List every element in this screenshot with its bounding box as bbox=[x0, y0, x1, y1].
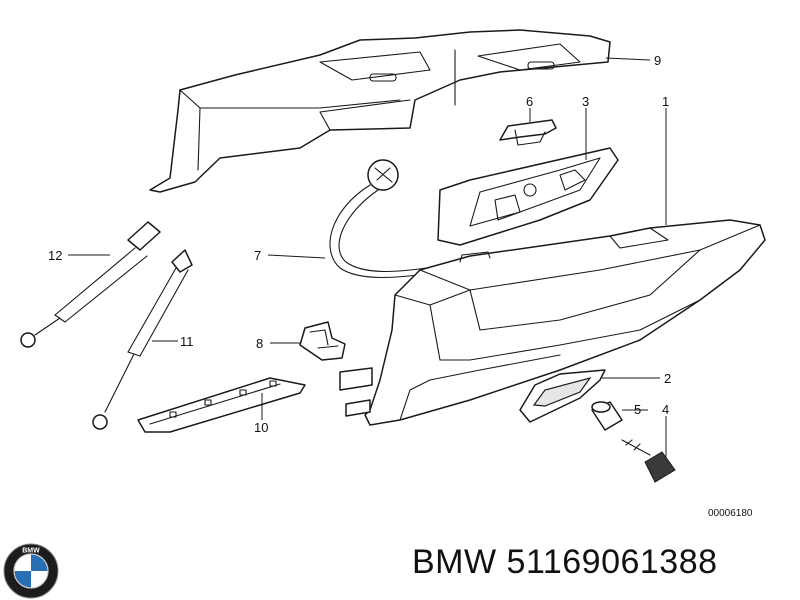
gas-strut-lower bbox=[92, 249, 193, 430]
callout-7: 7 bbox=[254, 248, 261, 263]
callout-6: 6 bbox=[526, 94, 533, 109]
brand-name: BMW bbox=[412, 543, 497, 581]
bmw-logo-icon: BMW bbox=[3, 543, 59, 599]
callout-1: 1 bbox=[662, 94, 669, 109]
callout-10: 10 bbox=[254, 420, 268, 435]
callout-3: 3 bbox=[582, 94, 589, 109]
bracket-bar bbox=[137, 377, 306, 433]
callout-12: 12 bbox=[48, 248, 62, 263]
diagram-code: 00006180 bbox=[708, 508, 753, 519]
callout-2: 2 bbox=[664, 371, 671, 386]
callout-4: 4 bbox=[662, 402, 669, 417]
svg-text:BMW: BMW bbox=[22, 548, 40, 555]
callout-labels: 1 2 3 4 5 6 7 8 9 10 11 12 00006180 bbox=[48, 53, 753, 519]
key bbox=[621, 439, 676, 483]
gas-strut-upper bbox=[20, 221, 161, 348]
callout-8: 8 bbox=[256, 336, 263, 351]
upper-trim-panel bbox=[149, 29, 611, 193]
glove-box bbox=[339, 219, 766, 426]
lock-cylinder bbox=[591, 401, 623, 431]
handle bbox=[499, 119, 557, 146]
part-number: 51169061388 bbox=[506, 543, 718, 581]
release-cable bbox=[329, 159, 471, 278]
callout-5: 5 bbox=[634, 402, 641, 417]
clip bbox=[299, 321, 346, 361]
callout-9: 9 bbox=[654, 53, 661, 68]
lock-mechanism-plate bbox=[437, 147, 619, 246]
callout-11: 11 bbox=[180, 334, 194, 349]
leader-lines bbox=[68, 57, 667, 458]
part-caption: BMW 51169061388 bbox=[412, 543, 718, 582]
lock-handle bbox=[519, 369, 606, 423]
